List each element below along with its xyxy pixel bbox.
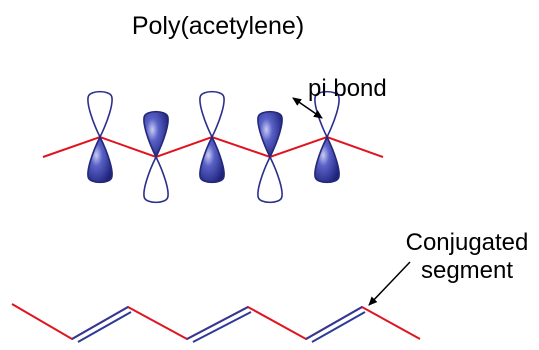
conjugated-arrow xyxy=(368,261,411,306)
diagram-title: Poly(acetylene) xyxy=(132,12,304,40)
p-orbital-5-down-lobe xyxy=(314,135,340,184)
upper-chain-group xyxy=(42,90,384,204)
p-orbital-2-up-lobe xyxy=(143,110,169,159)
p-orbital-3-down-lobe xyxy=(199,135,225,184)
p-orbital-1-up-lobe xyxy=(87,90,113,139)
double-bond-2 xyxy=(186,306,252,343)
p-orbital-2-down-lobe xyxy=(143,155,169,204)
p-orbital-3-up-lobe xyxy=(199,90,225,139)
conjugated-label-line2: segment xyxy=(421,257,513,284)
pi-bond-label: pi bond xyxy=(308,75,387,102)
double-bond-3 xyxy=(305,306,366,343)
pi-bond-arrow xyxy=(292,97,323,119)
p-orbital-1-down-lobe xyxy=(87,135,113,184)
p-orbital-4-down-lobe xyxy=(257,155,283,204)
conjugated-label-line1: Conjugated xyxy=(406,229,529,256)
lower-chain-group xyxy=(11,303,421,343)
p-orbital-4-up-lobe xyxy=(257,110,283,159)
double-bond-1 xyxy=(71,306,132,343)
